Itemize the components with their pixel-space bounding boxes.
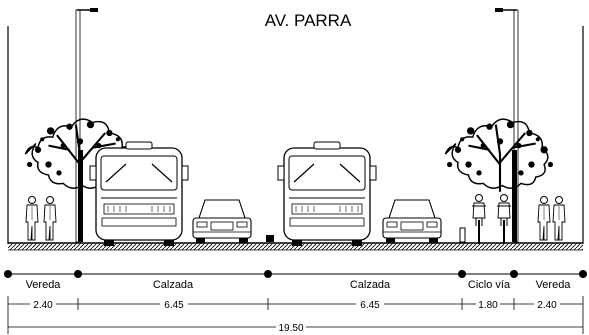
bus-right: [277, 141, 377, 247]
segment-name: Calzada: [153, 279, 194, 291]
cyclist-2: [496, 194, 512, 245]
car-right: [382, 199, 442, 244]
tree-right: [444, 118, 555, 242]
pedestrians-right: [537, 196, 566, 241]
cyclist-1: [471, 194, 487, 245]
segment-name: Ciclo vía: [468, 279, 511, 291]
segment-name: Vereda: [536, 279, 572, 291]
tree-left: [24, 118, 135, 242]
car-left: [192, 199, 252, 244]
segment-width: 1.80: [478, 300, 498, 311]
bus-left: [89, 141, 189, 247]
segment-dimension-lines: [7, 296, 584, 334]
segment-name: Calzada: [350, 279, 391, 291]
median-marker: [266, 235, 274, 242]
segment-width: 6.45: [360, 300, 380, 311]
street-title: AV. PARRA: [265, 11, 352, 30]
pedestrians-left: [25, 196, 57, 241]
segment-baseline: [4, 270, 587, 278]
segment-width: 2.40: [33, 300, 53, 311]
segment-width: 2.40: [537, 300, 557, 311]
segment-width: 6.45: [164, 300, 184, 311]
segment-name: Vereda: [26, 279, 62, 291]
ground-line: [8, 242, 583, 251]
total-width: 19.50: [278, 323, 303, 334]
bike-bollard: [459, 227, 466, 243]
